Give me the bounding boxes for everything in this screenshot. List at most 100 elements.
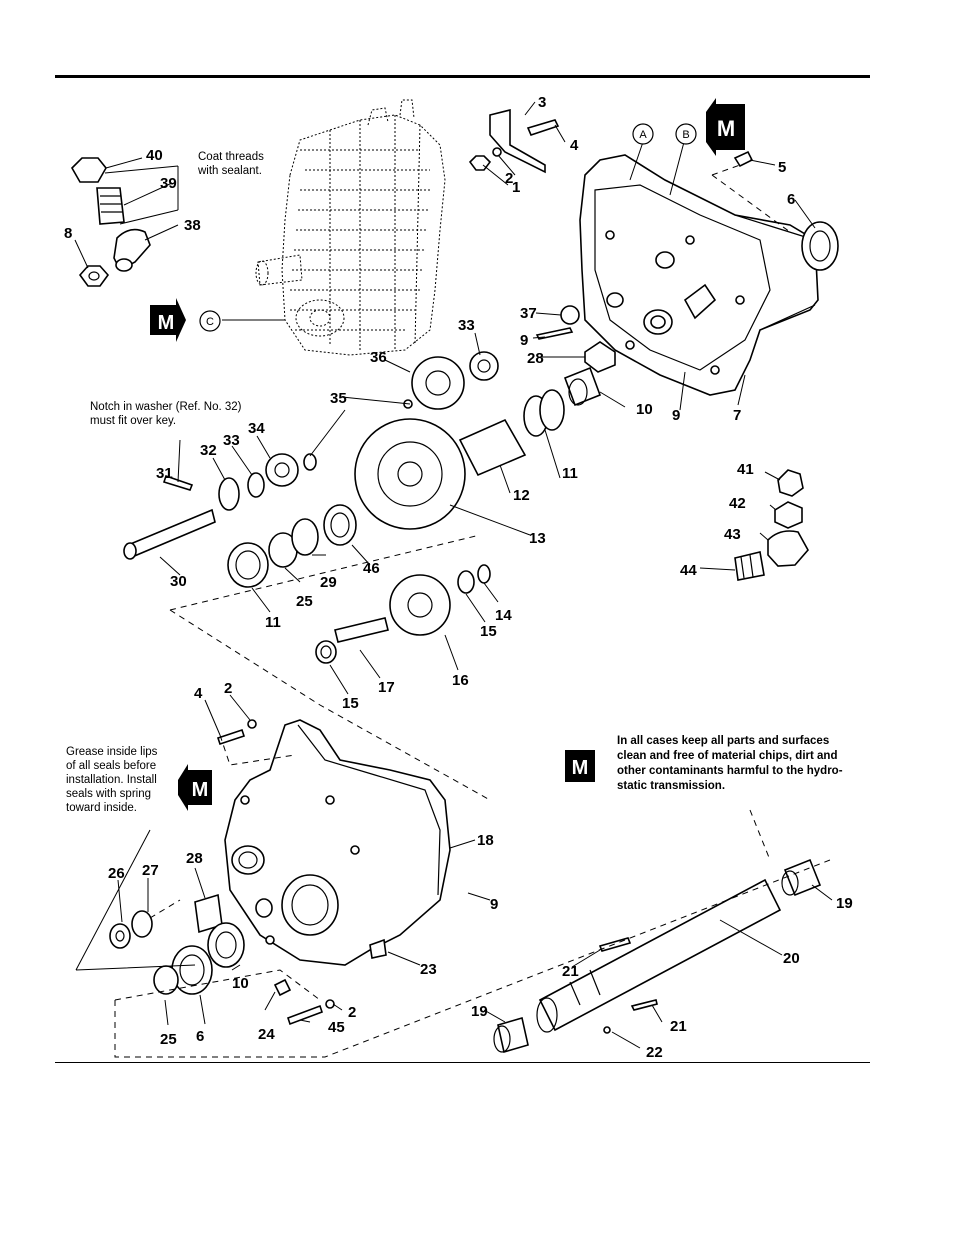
gear-train-parts (123, 305, 616, 664)
circle-label-c: C (199, 310, 221, 332)
callout-34: 34 (248, 420, 265, 437)
top-rule (55, 75, 870, 78)
callout-16: 16 (452, 672, 469, 689)
note-line: must fit over key. (90, 415, 177, 427)
maintenance-badge-lower: M (178, 764, 212, 811)
note-line: of all seals before (66, 760, 157, 772)
note-line: In all cases keep all parts and surfaces (617, 735, 830, 747)
note-line: Grease inside lips (66, 746, 158, 758)
leader-lines (74, 101, 833, 1049)
ghost-transmission (255, 99, 446, 356)
callout-20: 20 (783, 950, 800, 967)
callout-10: 10 (636, 401, 653, 418)
callout-4: 4 (194, 685, 203, 702)
note-line: seals with spring (66, 788, 152, 800)
maintenance-badge-note: M (565, 750, 595, 782)
callout-11: 11 (562, 465, 578, 482)
callout-46: 46 (363, 560, 380, 577)
svg-text:M: M (572, 757, 589, 779)
callout-26: 26 (108, 865, 125, 882)
note-line: Notch in washer (Ref. No. 32) (90, 401, 242, 413)
note-clean-parts: In all cases keep all parts and surfaces… (617, 734, 843, 794)
note-line: other contaminants harmful to the hydro- (617, 765, 843, 777)
callout-4: 4 (570, 137, 579, 154)
callout-15: 15 (342, 695, 359, 712)
callout-43: 43 (724, 526, 741, 543)
callout-25: 25 (160, 1031, 177, 1048)
callout-33: 33 (458, 317, 475, 334)
note-coat-threads: Coat threads with sealant. (198, 150, 264, 178)
callout-10: 10 (232, 975, 249, 992)
callout-7: 7 (733, 407, 741, 424)
callout-36: 36 (370, 349, 387, 366)
circle-label-a: A (632, 123, 654, 145)
assembly-dashed-lines (114, 164, 831, 1058)
svg-text:M: M (158, 312, 175, 334)
callout-19: 19 (836, 895, 853, 912)
callout-9: 9 (520, 332, 528, 349)
svg-text:M: M (717, 116, 735, 141)
callout-8: 8 (64, 225, 72, 242)
callout-2: 2 (348, 1004, 356, 1021)
callout-6: 6 (787, 191, 795, 208)
callout-37: 37 (520, 305, 537, 322)
shaft-assembly (493, 858, 822, 1054)
callout-18: 18 (477, 832, 494, 849)
callout-28: 28 (527, 350, 544, 367)
callout-2: 2 (224, 680, 232, 697)
note-line: toward inside. (66, 802, 137, 814)
fitting-parts-upper-left (71, 157, 151, 287)
callout-13: 13 (529, 530, 546, 547)
callout-12: 12 (513, 487, 530, 504)
callout-15: 15 (480, 623, 497, 640)
svg-text:B: B (682, 129, 689, 141)
note-line: Coat threads (198, 151, 264, 163)
callout-41: 41 (737, 461, 754, 478)
callout-2: 2 (505, 170, 513, 187)
svg-text:M: M (192, 779, 209, 801)
callout-22: 22 (646, 1044, 663, 1061)
callout-5: 5 (778, 159, 786, 176)
callout-6: 6 (196, 1028, 204, 1045)
main-housing (579, 154, 819, 396)
callout-31: 31 (156, 465, 173, 482)
callout-19: 19 (471, 1003, 488, 1020)
seal-parts-lower-left (109, 893, 335, 1026)
callout-25: 25 (296, 593, 313, 610)
callout-29: 29 (320, 574, 337, 591)
maintenance-badge-top: M (706, 98, 745, 156)
svg-text:C: C (206, 316, 214, 328)
bottom-rule (55, 1062, 870, 1063)
callout-45: 45 (328, 1019, 345, 1036)
note-line: with sealant. (198, 165, 262, 177)
callout-35: 35 (330, 390, 347, 407)
note-line: clean and free of material chips, dirt a… (617, 750, 838, 762)
callout-numbers: 3 4 2 1 5 6 40 39 38 8 37 9 28 10 9 7 33… (64, 94, 853, 1061)
svg-text:A: A (639, 129, 647, 141)
note-line: installation. Install (66, 774, 157, 786)
callout-28: 28 (186, 850, 203, 867)
callout-9: 9 (672, 407, 680, 424)
callout-44: 44 (680, 562, 697, 579)
note-line: static transmission. (617, 780, 726, 792)
callout-27: 27 (142, 862, 159, 879)
cover-housing (216, 719, 451, 966)
callout-17: 17 (378, 679, 395, 696)
callout-14: 14 (495, 607, 512, 624)
fitting-parts-right (734, 469, 809, 581)
callout-24: 24 (258, 1026, 275, 1043)
callout-42: 42 (729, 495, 746, 512)
callout-30: 30 (170, 573, 187, 590)
callout-21: 21 (562, 963, 579, 980)
note-notch-washer: Notch in washer (Ref. No. 32) must fit o… (90, 400, 241, 428)
note-grease-seals: Grease inside lips of all seals before i… (66, 745, 157, 815)
maintenance-badge-mid: M (150, 298, 186, 342)
callout-32: 32 (200, 442, 217, 459)
callout-9: 9 (490, 896, 498, 913)
callout-11: 11 (265, 614, 281, 631)
callout-1: 1 (512, 179, 520, 196)
circle-label-b: B (675, 123, 697, 145)
callout-39: 39 (160, 175, 177, 192)
